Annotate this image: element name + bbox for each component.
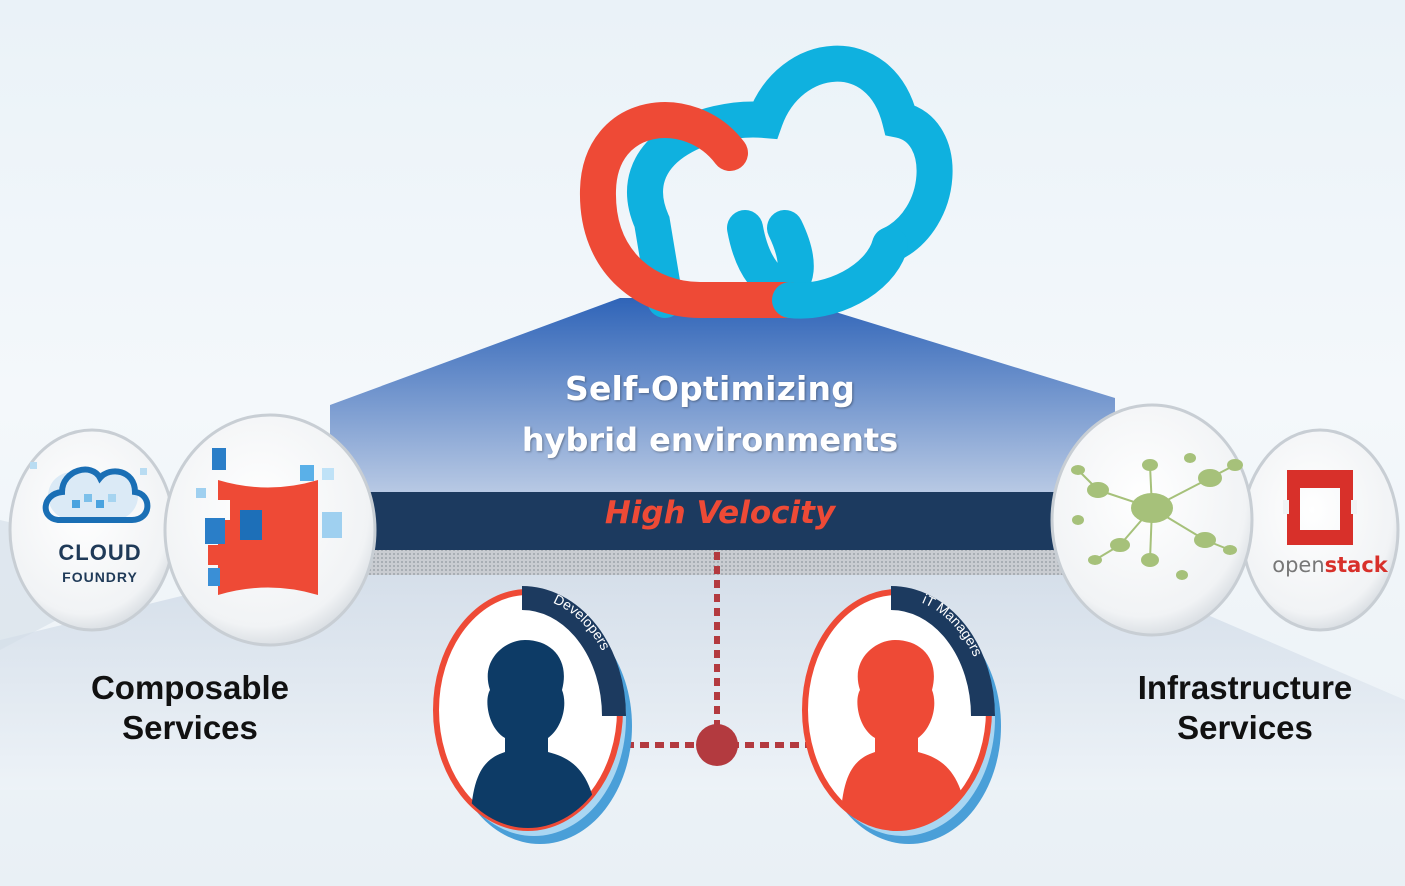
composable-label-line1: Composable xyxy=(90,669,290,706)
developer-avatar-icon: Developers xyxy=(433,586,632,844)
band-base xyxy=(330,550,1120,575)
connector-node xyxy=(696,724,738,766)
velocity-band xyxy=(330,492,1120,550)
diagram-title: Self-Optimizing xyxy=(564,369,856,408)
infrastructure-label-line2: Services xyxy=(1177,709,1313,746)
openstack-label: openstack xyxy=(1262,553,1398,577)
openstack-open-text: open xyxy=(1272,553,1325,577)
foundry-label: FOUNDRY xyxy=(62,569,138,585)
openstack-disc xyxy=(1240,428,1400,632)
openstack-stack-text: stack xyxy=(1324,553,1388,577)
cloud-logo-icon xyxy=(580,45,953,319)
composable-puzzle-icon xyxy=(196,448,342,595)
diagram-subtitle: hybrid environments xyxy=(521,421,899,459)
infrastructure-label-line1: Infrastructure xyxy=(1137,669,1353,706)
openstack-logo-icon xyxy=(1283,470,1357,545)
infrastructure-services-label: Infrastructure Services xyxy=(1095,668,1395,748)
cloud-foundry-disc xyxy=(8,428,176,632)
it-manager-avatar-icon: iT Managers xyxy=(802,586,1001,844)
composable-disc xyxy=(163,413,377,647)
composable-label-line2: Services xyxy=(122,709,258,746)
cloud-foundry-logo-icon xyxy=(30,462,151,523)
high-velocity-label: High Velocity xyxy=(604,495,836,531)
network-disc xyxy=(1050,403,1254,637)
network-graph-icon xyxy=(1071,453,1243,580)
cloud-foundry-label: CLOUD xyxy=(58,540,142,565)
composable-services-label: Composable Services xyxy=(40,668,340,748)
floor-plane xyxy=(0,560,1405,790)
pyramid-shape xyxy=(330,298,1115,493)
